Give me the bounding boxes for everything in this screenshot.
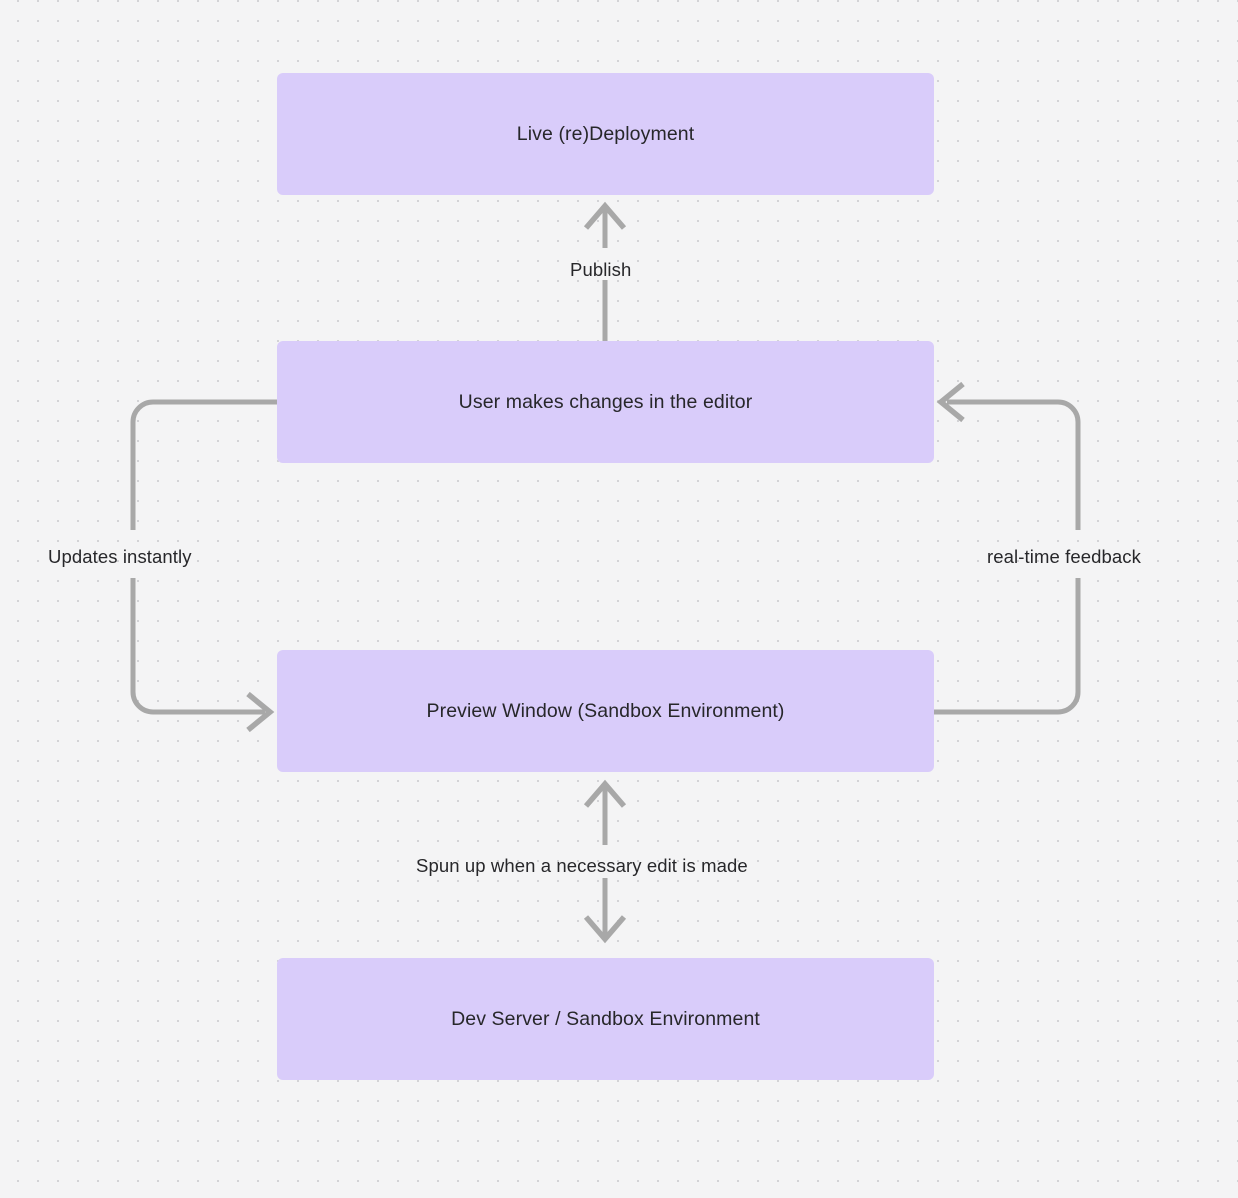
edge-label-updates-instantly: Updates instantly <box>48 546 192 567</box>
node-user-makes-changes[interactable]: User makes changes in the editor <box>277 341 934 463</box>
edge-label-spun-up: Spun up when a necessary edit is made <box>416 855 748 876</box>
node-label: User makes changes in the editor <box>458 390 753 413</box>
edge-label-real-time-feedback: real-time feedback <box>987 546 1141 567</box>
node-label: Live (re)Deployment <box>516 122 695 145</box>
node-label: Preview Window (Sandbox Environment) <box>426 699 785 722</box>
node-preview-window[interactable]: Preview Window (Sandbox Environment) <box>277 650 934 772</box>
node-label: Dev Server / Sandbox Environment <box>451 1007 760 1030</box>
node-dev-server[interactable]: Dev Server / Sandbox Environment <box>277 958 934 1080</box>
edge-label-publish: Publish <box>570 259 632 280</box>
node-live-redeployment[interactable]: Live (re)Deployment <box>277 73 934 195</box>
